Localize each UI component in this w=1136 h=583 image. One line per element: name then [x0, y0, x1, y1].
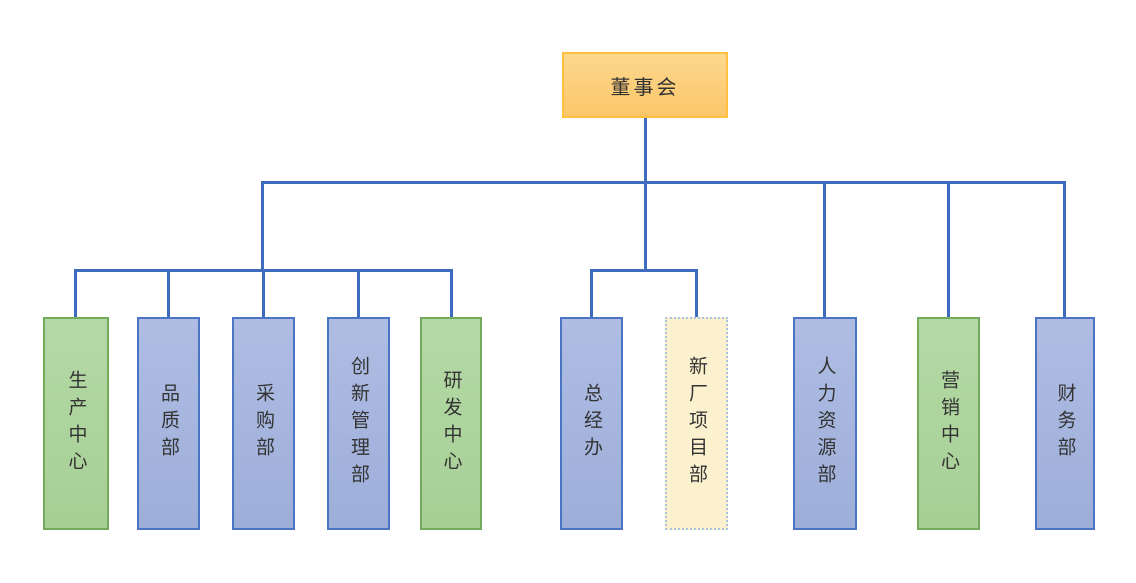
connector-drop-new-plant — [695, 269, 698, 317]
org-node-label: 董事会 — [610, 76, 680, 99]
connector-drop-marketing — [947, 181, 950, 317]
org-node-label: 人力资源部 — [814, 356, 836, 491]
org-node-label: 品质部 — [158, 383, 179, 464]
org-node-new-plant-project-dept[interactable]: 新厂项目部 — [665, 317, 728, 530]
org-node-label: 研发中心 — [440, 369, 462, 478]
connector-left-branch-drop — [261, 181, 264, 272]
connector-drop-hr — [823, 181, 826, 317]
connector-drop-innovation — [357, 269, 360, 317]
org-node-label: 新厂项目部 — [686, 356, 707, 491]
org-node-board[interactable]: 董事会 — [562, 52, 728, 118]
org-node-production-center[interactable]: 生产中心 — [43, 317, 109, 530]
org-node-marketing-center[interactable]: 营销中心 — [917, 317, 980, 530]
org-node-label: 创新管理部 — [348, 356, 369, 491]
org-node-finance-dept[interactable]: 财务部 — [1035, 317, 1095, 530]
org-node-label: 营销中心 — [938, 369, 959, 478]
connector-drop-rd — [450, 269, 453, 317]
connector-drop-finance — [1063, 181, 1066, 317]
connector-middle-hub — [590, 269, 698, 272]
connector-drop-production — [74, 269, 77, 317]
connector-drop-quality — [167, 269, 170, 317]
org-node-hr-dept[interactable]: 人力资源部 — [793, 317, 857, 530]
org-node-label: 财务部 — [1054, 383, 1076, 464]
connector-main-horizontal — [261, 181, 1066, 184]
org-node-quality-dept[interactable]: 品质部 — [137, 317, 200, 530]
org-node-innovation-mgmt-dept[interactable]: 创新管理部 — [327, 317, 390, 530]
connector-drop-procurement — [262, 269, 265, 317]
org-node-label: 总经办 — [581, 383, 602, 464]
org-node-procurement-dept[interactable]: 采购部 — [232, 317, 295, 530]
connector-drop-gm-office — [590, 269, 593, 317]
connector-root-trunk — [644, 118, 647, 184]
connector-middle-branch-drop — [644, 181, 647, 272]
org-node-label: 采购部 — [253, 383, 274, 464]
org-node-label: 生产中心 — [65, 369, 87, 478]
org-node-gm-office[interactable]: 总经办 — [560, 317, 623, 530]
org-node-rd-center[interactable]: 研发中心 — [420, 317, 482, 530]
